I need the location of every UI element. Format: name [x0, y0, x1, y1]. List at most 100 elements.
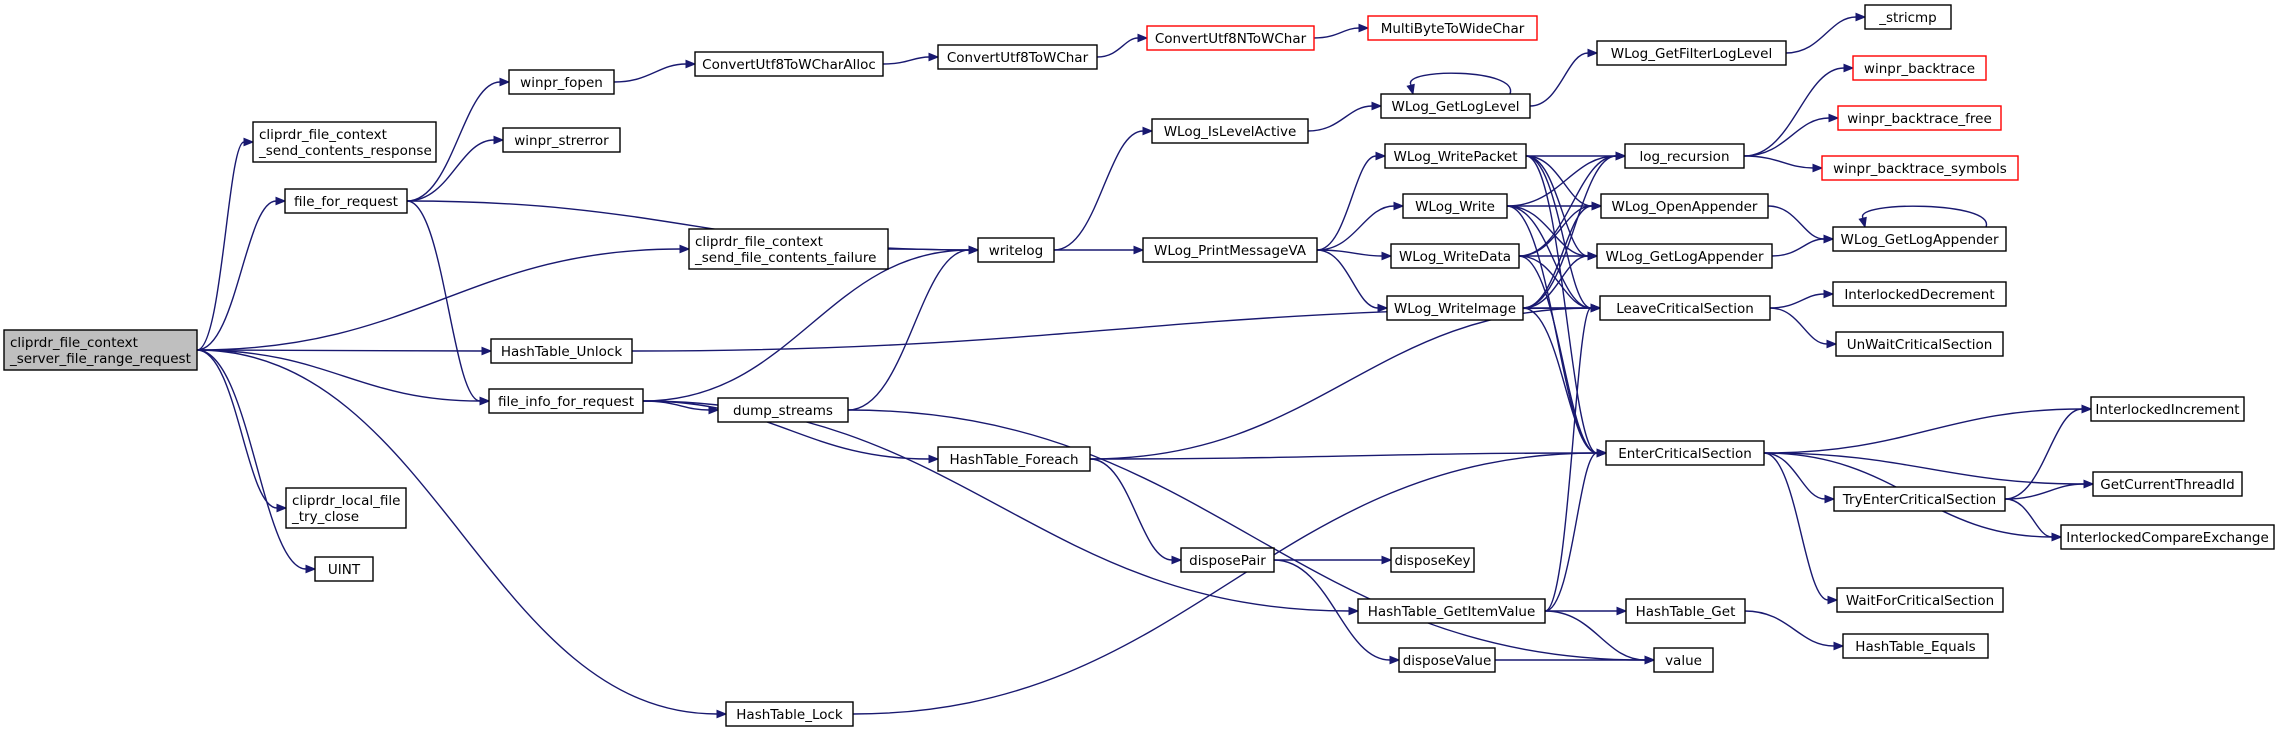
node-ht-equals[interactable]: HashTable_Equals — [1842, 633, 1989, 659]
node-write-packet[interactable]: WLog_WritePacket — [1384, 143, 1527, 169]
node-label-line: ConvertUtf8ToWChar — [947, 50, 1089, 66]
node-box — [1835, 331, 2004, 357]
edge-leave_cs-to-interlocked_dec — [1769, 289, 1835, 309]
node-label-line: UnWaitCriticalSection — [1847, 337, 1993, 353]
node-box — [1842, 633, 1989, 659]
node-label-line: HashTable_Foreach — [949, 452, 1078, 468]
edge-get_filter-to-stricmp — [1785, 12, 1867, 54]
node-strerror[interactable]: winpr_strerror — [502, 127, 621, 153]
node-send-fail[interactable]: cliprdr_file_context_send_file_contents_… — [688, 228, 889, 270]
node-is-level-active[interactable]: WLog_IsLevelActive — [1151, 118, 1309, 144]
node-box — [1402, 193, 1508, 219]
node-leave-cs[interactable]: LeaveCriticalSection — [1599, 295, 1771, 321]
node-send-resp[interactable]: cliprdr_file_context_send_contents_respo… — [252, 121, 437, 163]
node-bt[interactable]: winpr_backtrace — [1852, 55, 1987, 81]
node-local-close[interactable]: cliprdr_local_file_try_close — [285, 487, 407, 529]
node-fopen[interactable]: winpr_fopen — [508, 69, 615, 95]
node-box — [1852, 55, 1987, 81]
node-get-appender[interactable]: WLog_GetLogAppender — [1596, 243, 1773, 269]
node-unwait-cs[interactable]: UnWaitCriticalSection — [1835, 331, 2004, 357]
node-dispose-value[interactable]: disposeValue — [1398, 647, 1496, 673]
node-box — [1605, 440, 1765, 466]
edge-root-to-file_for_request — [196, 196, 287, 351]
edge-enter_cs-to-get_thread_id — [1763, 452, 2095, 489]
node-box — [1832, 226, 2007, 252]
node-n-to-wchar[interactable]: ConvertUtf8NToWChar — [1146, 25, 1315, 51]
node-log-recursion[interactable]: log_recursion — [1624, 143, 1745, 169]
node-stricmp[interactable]: _stricmp — [1864, 4, 1952, 30]
node-write[interactable]: WLog_Write — [1402, 193, 1508, 219]
nodes-layer: cliprdr_file_context_server_file_range_r… — [3, 4, 2275, 727]
edge-file_info-to-ht_foreach — [642, 400, 940, 464]
node-try-enter-cs[interactable]: TryEnterCriticalSection — [1833, 486, 2006, 512]
node-enter-cs[interactable]: EnterCriticalSection — [1605, 440, 1765, 466]
node-label-line: _send_file_contents_failure — [694, 250, 876, 266]
node-bt-free[interactable]: winpr_backtrace_free — [1837, 105, 2002, 131]
node-bt-symbols[interactable]: winpr_backtrace_symbols — [1821, 155, 2019, 181]
node-root[interactable]: cliprdr_file_context_server_file_range_r… — [3, 329, 198, 371]
edge-print_va-to-write_data — [1316, 249, 1393, 261]
node-box — [488, 388, 644, 414]
edge-open_appender-to-get_log_appender2 — [1767, 205, 1835, 244]
edge-try_enter_cs-to-get_thread_id — [2004, 479, 2095, 500]
node-label-line: LeaveCriticalSection — [1616, 301, 1754, 317]
node-box — [1600, 193, 1769, 219]
node-label-line: HashTable_GetItemValue — [1368, 604, 1536, 620]
node-dispose-pair[interactable]: disposePair — [1180, 547, 1275, 573]
node-writelog[interactable]: writelog — [977, 237, 1055, 263]
node-get-filter[interactable]: WLog_GetFilterLogLevel — [1596, 40, 1787, 66]
node-box — [1625, 598, 1746, 624]
node-label-line: cliprdr_file_context — [259, 127, 387, 143]
node-label-line: ConvertUtf8ToWCharAlloc — [702, 57, 876, 73]
node-label-line: file_info_for_request — [498, 394, 634, 410]
edge-enter_cs-to-try_enter_cs — [1763, 452, 1836, 504]
node-label-line: TryEnterCriticalSection — [1842, 492, 1996, 508]
node-label-line: cliprdr_local_file — [292, 493, 400, 509]
node-box — [725, 701, 854, 727]
node-ht-getitem[interactable]: HashTable_GetItemValue — [1357, 598, 1546, 624]
edge-write_image-to-log_recursion — [1522, 151, 1627, 309]
node-ht-lock[interactable]: HashTable_Lock — [725, 701, 854, 727]
node-label-line: HashTable_Get — [1636, 604, 1736, 620]
edge-log_recursion-to-bt — [1743, 63, 1855, 157]
node-dump-streams[interactable]: dump_streams — [717, 397, 849, 423]
node-box — [2090, 396, 2245, 422]
node-label-line: InterlockedIncrement — [2095, 402, 2239, 418]
node-write-image[interactable]: WLog_WriteImage — [1386, 295, 1524, 321]
node-box — [2092, 471, 2243, 497]
node-mb2wc[interactable]: MultiByteToWideChar — [1367, 15, 1538, 41]
edge-log_recursion-to-bt_symbols — [1743, 155, 1824, 173]
edges-layer — [196, 12, 2095, 719]
node-alloc[interactable]: ConvertUtf8ToWCharAlloc — [694, 51, 884, 77]
edge-try_enter_cs-to-interlocked_inc — [2004, 404, 2093, 500]
node-label-line: disposeKey — [1395, 553, 1471, 569]
node-label-line: disposeValue — [1403, 653, 1492, 669]
node-get-log-appender2[interactable]: WLog_GetLogAppender — [1832, 226, 2007, 252]
node-ht-unlock[interactable]: HashTable_Unlock — [490, 338, 633, 364]
edge-write_image-to-open_appender — [1522, 201, 1603, 309]
edge-dispose_pair-to-dispose_value — [1273, 559, 1401, 665]
node-interlocked-dec[interactable]: InterlockedDecrement — [1832, 281, 2007, 307]
node-wait-cs[interactable]: WaitForCriticalSection — [1836, 587, 2004, 613]
node-dispose-key[interactable]: disposeKey — [1390, 547, 1475, 573]
node-open-appender[interactable]: WLog_OpenAppender — [1600, 193, 1769, 219]
node-get-log-level[interactable]: WLog_GetLogLevel — [1380, 93, 1531, 119]
node-write-data[interactable]: WLog_WriteData — [1390, 243, 1520, 269]
node-ht-get[interactable]: HashTable_Get — [1625, 598, 1746, 624]
node-label-line: WLog_GetFilterLogLevel — [1611, 46, 1772, 62]
node-box — [1357, 598, 1546, 624]
node-file-info[interactable]: file_info_for_request — [488, 388, 644, 414]
node-interlocked-inc[interactable]: InterlockedIncrement — [2090, 396, 2245, 422]
edge-write_image-to-get_appender — [1522, 251, 1599, 309]
node-to-wchar[interactable]: ConvertUtf8ToWChar — [937, 44, 1098, 70]
node-value[interactable]: value — [1653, 647, 1714, 673]
node-file-for-request[interactable]: file_for_request — [284, 188, 408, 214]
node-interlocked-cmpxchg[interactable]: InterlockedCompareExchange — [2060, 524, 2275, 550]
node-box — [490, 338, 633, 364]
node-get-thread-id[interactable]: GetCurrentThreadId — [2092, 471, 2243, 497]
node-print-va[interactable]: WLog_PrintMessageVA — [1142, 237, 1318, 263]
node-box — [1821, 155, 2019, 181]
node-ht-foreach[interactable]: HashTable_Foreach — [937, 446, 1091, 472]
edge-ht_getitem-to-ht_get — [1545, 606, 1628, 616]
node-uint[interactable]: UINT — [314, 556, 374, 582]
